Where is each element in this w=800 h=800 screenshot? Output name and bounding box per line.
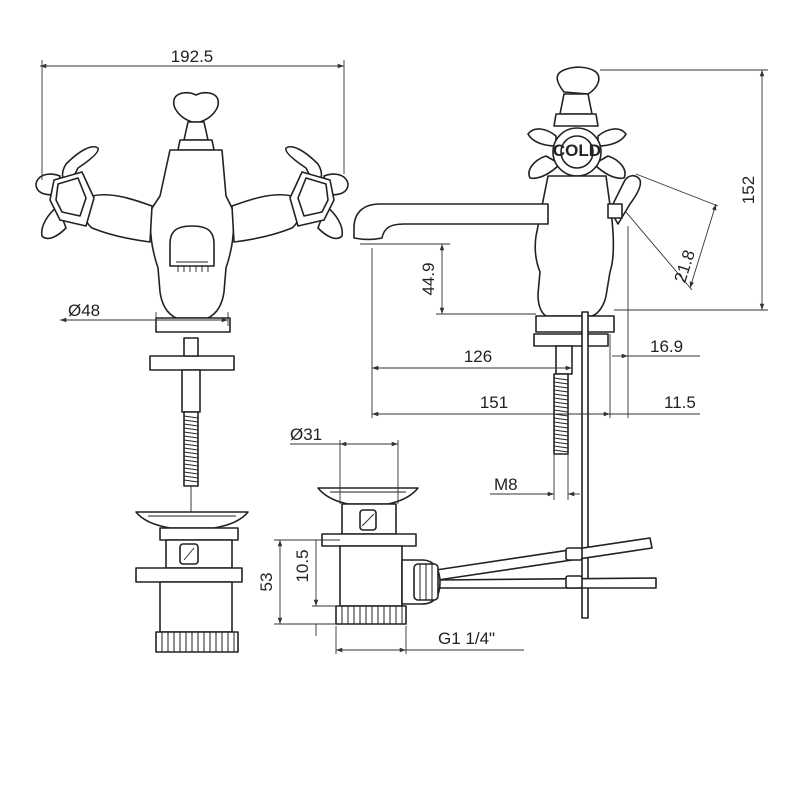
dim-waste-gap-label: 10.5 — [293, 549, 312, 582]
dim-base-diameter-label: Ø48 — [68, 301, 100, 320]
dim-reach-inner: 126 — [371, 248, 573, 418]
front-left-arm — [83, 193, 153, 243]
dim-overall-height-label: 152 — [739, 176, 758, 204]
front-spout-outlet — [169, 225, 215, 267]
dim-waste-diameter-label: Ø31 — [290, 425, 322, 444]
side-top-handle — [556, 66, 600, 95]
waste-linkage — [435, 537, 657, 589]
dim-lever-offset-a-label: 16.9 — [650, 337, 683, 356]
dim-lever-offset-b: 11.5 — [610, 393, 700, 415]
dim-thread-size-label: M8 — [494, 475, 518, 494]
dim-thread-size: M8 — [490, 452, 580, 500]
dim-front-width-label: 192.5 — [171, 47, 214, 66]
dim-lever-offset-b-label: 11.5 — [664, 393, 696, 412]
dim-waste-thread-label: G1 1/4" — [438, 629, 495, 648]
pull-rod — [581, 311, 589, 619]
side-view: COLD — [353, 66, 657, 619]
side-base — [535, 315, 615, 333]
dim-reach-outer: 151 — [372, 334, 611, 418]
front-view — [35, 91, 349, 653]
dim-waste-gap: 10.5 — [293, 540, 340, 636]
front-washer — [149, 355, 235, 371]
front-stud — [181, 369, 201, 413]
dim-overall-height: 152 — [600, 69, 768, 311]
waste-assembly — [317, 487, 441, 625]
dim-lever-offset-a: 16.9 — [612, 226, 700, 418]
dim-waste-diameter: Ø31 — [290, 425, 399, 504]
dim-reach-outer-label: 151 — [480, 393, 508, 412]
dim-lever-length-label: 21.8 — [671, 248, 699, 285]
front-waste — [135, 511, 249, 653]
dim-waste-height-label: 53 — [257, 573, 276, 592]
side-washer — [533, 333, 609, 347]
front-right-handle — [284, 146, 349, 240]
front-top-handle — [172, 91, 220, 151]
dim-front-width: 192.5 — [40, 47, 345, 180]
handle-label: COLD — [553, 141, 601, 160]
front-right-arm — [231, 193, 301, 243]
front-left-handle — [35, 146, 100, 240]
dim-spout-height: 44.9 — [360, 243, 536, 315]
dim-waste-thread: G1 1/4" — [335, 626, 524, 654]
front-threaded-rod — [183, 411, 199, 487]
side-body — [534, 175, 615, 317]
dim-spout-height-label: 44.9 — [419, 262, 438, 295]
side-spout — [353, 203, 549, 241]
dim-base-diameter: Ø48 — [60, 301, 229, 326]
dim-reach-inner-label: 126 — [464, 347, 492, 366]
dim-waste-height: 53 — [257, 539, 340, 625]
dim-lever-length: 21.8 — [625, 173, 719, 291]
